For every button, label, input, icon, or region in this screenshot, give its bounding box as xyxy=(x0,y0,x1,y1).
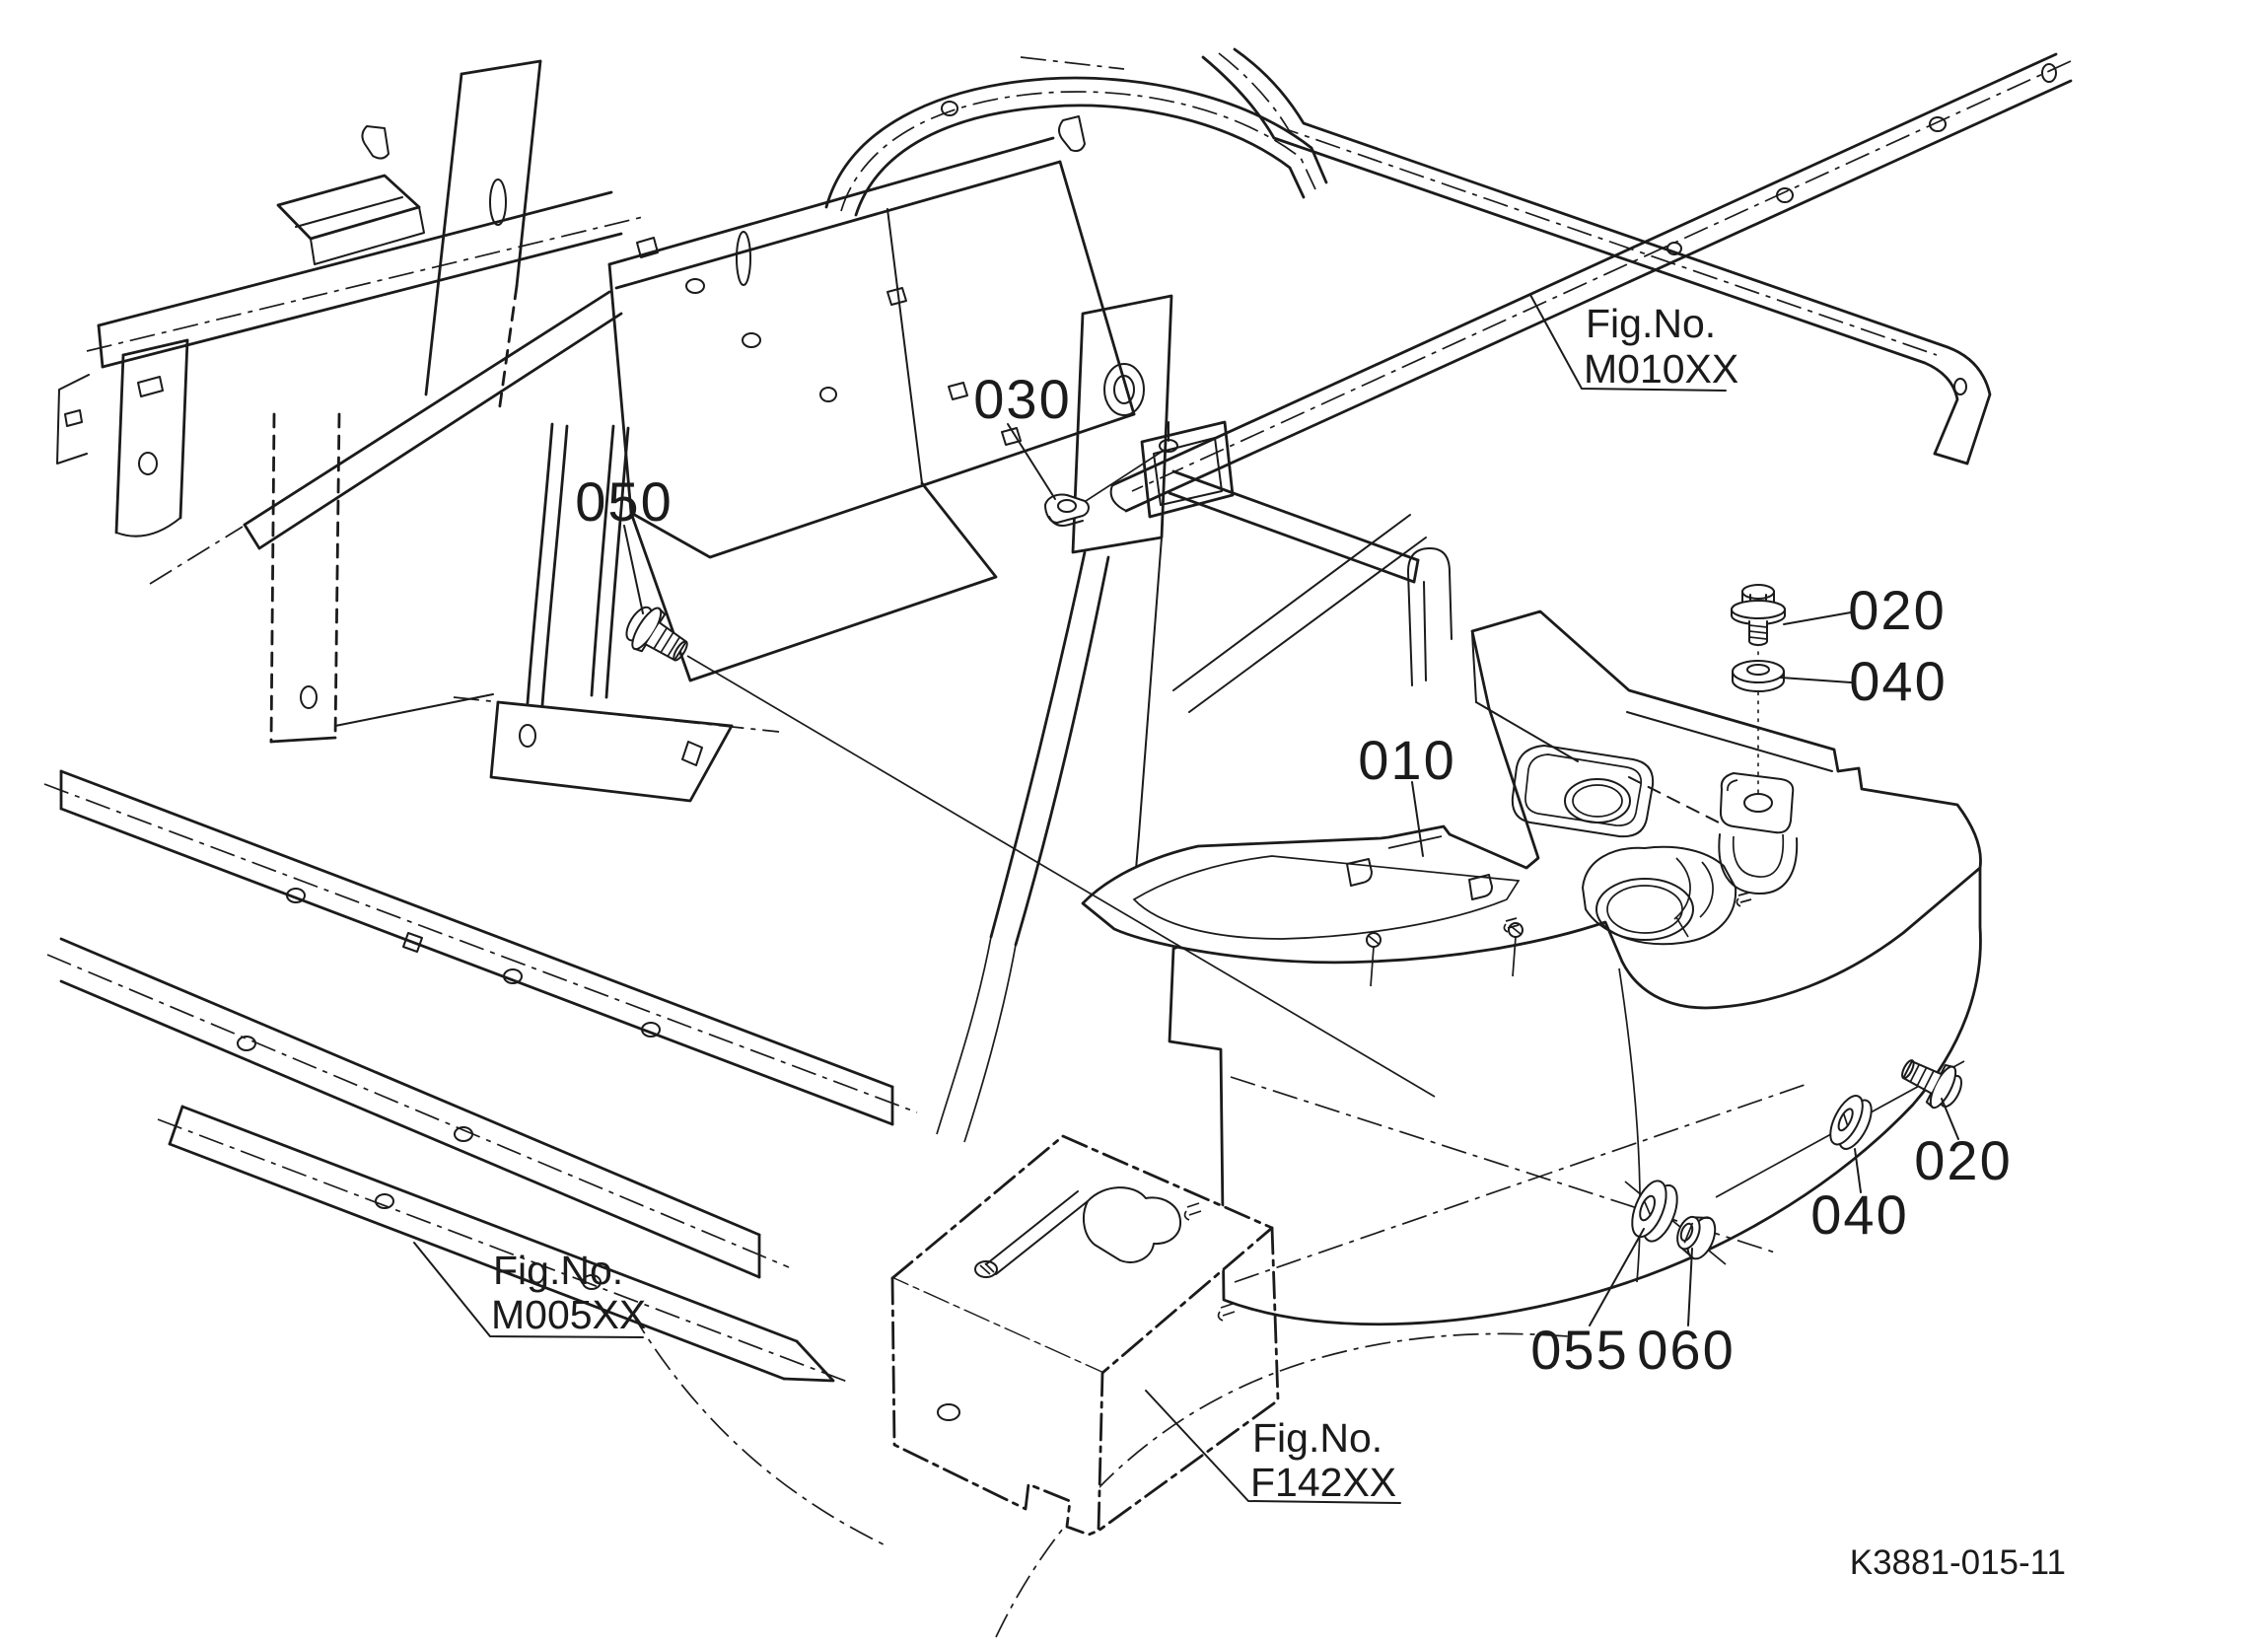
cover-f142 xyxy=(890,1134,1280,1537)
bolt-020-bottom xyxy=(1901,1059,1962,1110)
wheel-arch-phantom xyxy=(995,1332,1569,1638)
washer-040-bottom xyxy=(1829,1095,1873,1150)
bracket-cluster-middle xyxy=(936,294,1420,1143)
leader-040-top xyxy=(1780,677,1852,683)
figref-m010-code: M010XX xyxy=(1584,346,1738,392)
leader-lines xyxy=(413,294,1959,1504)
leader-020-top xyxy=(1783,611,1852,625)
flange-nut-060 xyxy=(1676,1215,1717,1260)
frame-upper-left xyxy=(56,56,1328,682)
leader-055 xyxy=(1589,1228,1645,1326)
leader-010 xyxy=(1411,781,1424,857)
console-assembly xyxy=(1081,609,1982,1326)
frame-rails-right xyxy=(1109,47,2073,713)
screw-050-axis-line xyxy=(686,655,1436,1098)
leader-030 xyxy=(1007,423,1056,500)
callout-020-top: 020 xyxy=(1848,579,1946,641)
bolt-020-top xyxy=(1731,584,1786,800)
figref-f142-code: F142XX xyxy=(1250,1460,1396,1505)
leader-fig-m010 xyxy=(1529,294,1727,392)
callout-040-top: 040 xyxy=(1849,650,1947,712)
figref-m005-code: M005XX xyxy=(491,1292,646,1337)
clip-030 xyxy=(1044,451,1163,527)
callout-040-bottom: 040 xyxy=(1810,1183,1908,1246)
figref-f142-prefix: Fig.No. xyxy=(1252,1415,1382,1461)
callout-050: 050 xyxy=(575,470,673,533)
labels: 030 050 010 020 040 020 040 055 060 Fig.… xyxy=(491,301,2066,1582)
screw-050 xyxy=(625,606,688,662)
washer-055 xyxy=(1631,1180,1678,1243)
leader-040-bottom xyxy=(1854,1148,1862,1193)
callout-030: 030 xyxy=(973,368,1071,430)
leader-fig-f142 xyxy=(1145,1390,1401,1504)
console-body xyxy=(1081,609,1982,1010)
leader-fig-m005 xyxy=(413,1242,644,1338)
drawing-number: K3881-015-11 xyxy=(1850,1543,2066,1582)
leader-060 xyxy=(1687,1248,1693,1326)
figref-m010-prefix: Fig.No. xyxy=(1586,301,1716,346)
callout-010: 010 xyxy=(1358,729,1455,791)
hardware xyxy=(625,451,1965,1265)
leader-050 xyxy=(623,525,644,614)
callout-020-bottom: 020 xyxy=(1914,1129,2012,1191)
figref-m005-prefix: Fig.No. xyxy=(493,1248,623,1293)
callout-060: 060 xyxy=(1637,1319,1735,1381)
frame-lower-left xyxy=(43,412,1569,1638)
leader-020-bottom xyxy=(1941,1098,1959,1140)
callout-055: 055 xyxy=(1530,1319,1628,1381)
washer-040-top xyxy=(1732,660,1785,692)
